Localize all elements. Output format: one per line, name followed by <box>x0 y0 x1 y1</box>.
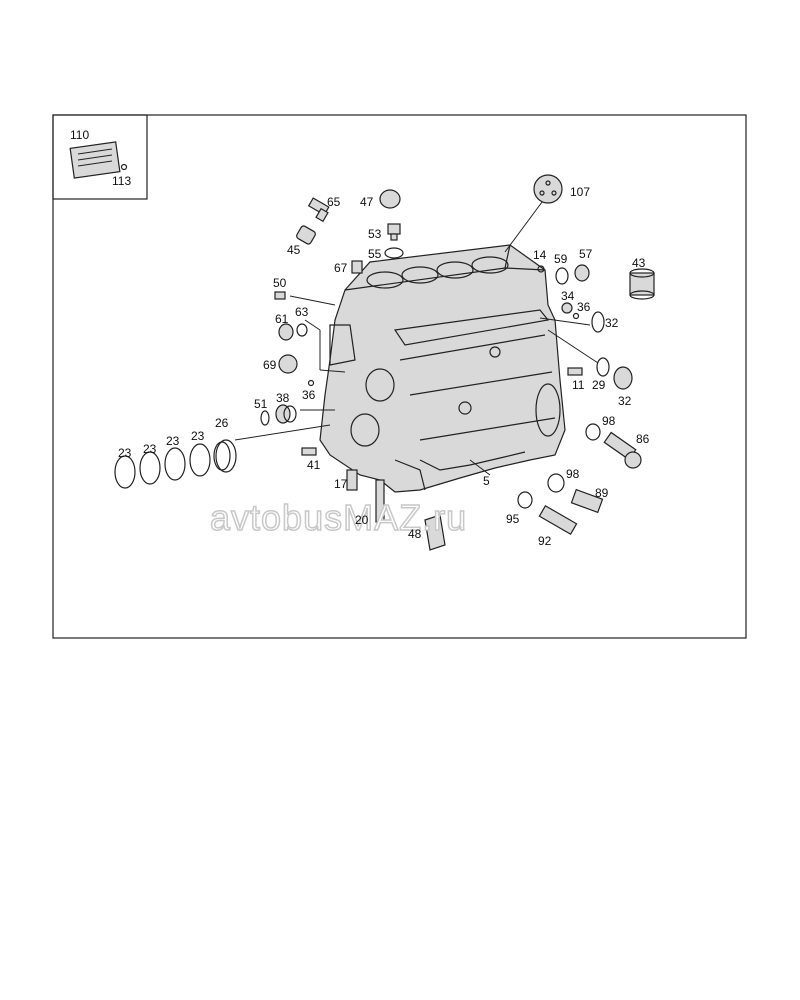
part-36-ball <box>572 312 580 320</box>
callout-label: 45 <box>287 243 301 257</box>
callout-label: 55 <box>368 247 382 261</box>
part-29-ring <box>596 357 610 377</box>
part-89-sensor <box>570 488 604 514</box>
part-65-sensor <box>307 197 330 223</box>
callout-label: 86 <box>636 432 650 446</box>
part-110-plate <box>69 141 121 179</box>
callout-label: 69 <box>263 358 277 372</box>
part-11-pin <box>567 367 583 376</box>
callout-label: 53 <box>368 227 382 241</box>
part-17-sleeve <box>346 469 358 491</box>
callout-label: 47 <box>360 195 374 209</box>
part-20-stud <box>375 479 385 523</box>
callout-label: 32 <box>618 394 632 408</box>
callout-label: 43 <box>632 256 646 270</box>
part-86-sensor <box>603 431 642 469</box>
callout-labels: 110 113 65 47 107 45 53 55 67 14 59 57 4… <box>70 128 650 548</box>
inset-frame <box>52 114 148 200</box>
callout-label: 110 <box>70 128 89 142</box>
part-53-plug <box>387 223 401 241</box>
callout-label: 23 <box>166 434 180 448</box>
part-14-pin <box>537 265 545 273</box>
callout-label: 92 <box>538 534 552 548</box>
callout-label: 34 <box>561 289 575 303</box>
part-32-ring-upper <box>591 311 605 333</box>
part-41-pin <box>301 447 317 456</box>
part-45-sleeve <box>296 225 316 245</box>
leader-lines <box>234 197 599 476</box>
callout-label: 48 <box>408 527 422 541</box>
part-51-ring <box>260 410 270 426</box>
part-107-plate <box>533 174 563 204</box>
part-61-plug <box>278 323 294 341</box>
part-48-pipe <box>424 514 446 551</box>
callout-label: 98 <box>602 414 616 428</box>
callout-label: 11 <box>572 378 585 392</box>
callout-label: 63 <box>295 305 309 319</box>
callout-label: 113 <box>112 174 131 188</box>
callout-label: 65 <box>327 195 341 209</box>
part-98-ring-lower <box>547 473 565 493</box>
callout-label: 20 <box>355 513 369 527</box>
callout-label: 41 <box>307 458 321 472</box>
callout-label: 67 <box>334 261 348 275</box>
part-98-ring-upper <box>585 423 601 441</box>
diagram-frame <box>52 114 747 639</box>
callout-label: 98 <box>566 467 580 481</box>
part-95-ring <box>517 491 533 509</box>
part-23-bushings <box>114 443 211 489</box>
callout-label: 95 <box>506 512 520 526</box>
part-55-washer <box>384 247 404 259</box>
callout-label: 5 <box>483 474 490 488</box>
part-47-cap <box>379 189 401 209</box>
callout-label: 50 <box>273 276 287 290</box>
callout-label: 23 <box>191 429 205 443</box>
callout-label: 61 <box>275 312 289 326</box>
part-67-sleeve <box>351 260 363 274</box>
callout-label: 38 <box>276 391 290 405</box>
callout-label: 26 <box>215 416 229 430</box>
part-36-ball-left <box>307 379 315 387</box>
part-63-ring <box>296 323 308 337</box>
callout-label: 51 <box>254 397 268 411</box>
callout-label: 14 <box>533 248 547 262</box>
callout-label: 29 <box>592 378 606 392</box>
part-38-plug <box>275 404 297 424</box>
part-34-plug <box>561 302 573 314</box>
callout-label: 32 <box>605 316 619 330</box>
part-32-ring-lower <box>613 366 633 390</box>
callout-label: 59 <box>554 252 568 266</box>
callout-label: 23 <box>118 446 132 460</box>
part-59-ring <box>555 267 569 285</box>
part-57-plug <box>574 264 590 282</box>
watermark: avtobusMAZ.ru <box>210 497 467 538</box>
engine-block <box>319 244 566 493</box>
callout-label: 36 <box>577 300 591 314</box>
callout-label: 36 <box>302 388 316 402</box>
callout-label: 23 <box>143 442 157 456</box>
callout-label: 89 <box>595 486 609 500</box>
part-113-rivet <box>120 163 128 171</box>
callout-label: 107 <box>570 185 590 199</box>
part-43-sleeve <box>629 268 655 300</box>
callout-label: 57 <box>579 247 593 261</box>
part-69-plug <box>278 354 298 374</box>
callout-label: 17 <box>334 477 348 491</box>
part-26-bushing <box>213 439 237 473</box>
part-92-sensor <box>538 504 578 536</box>
part-50-pin <box>274 291 286 300</box>
